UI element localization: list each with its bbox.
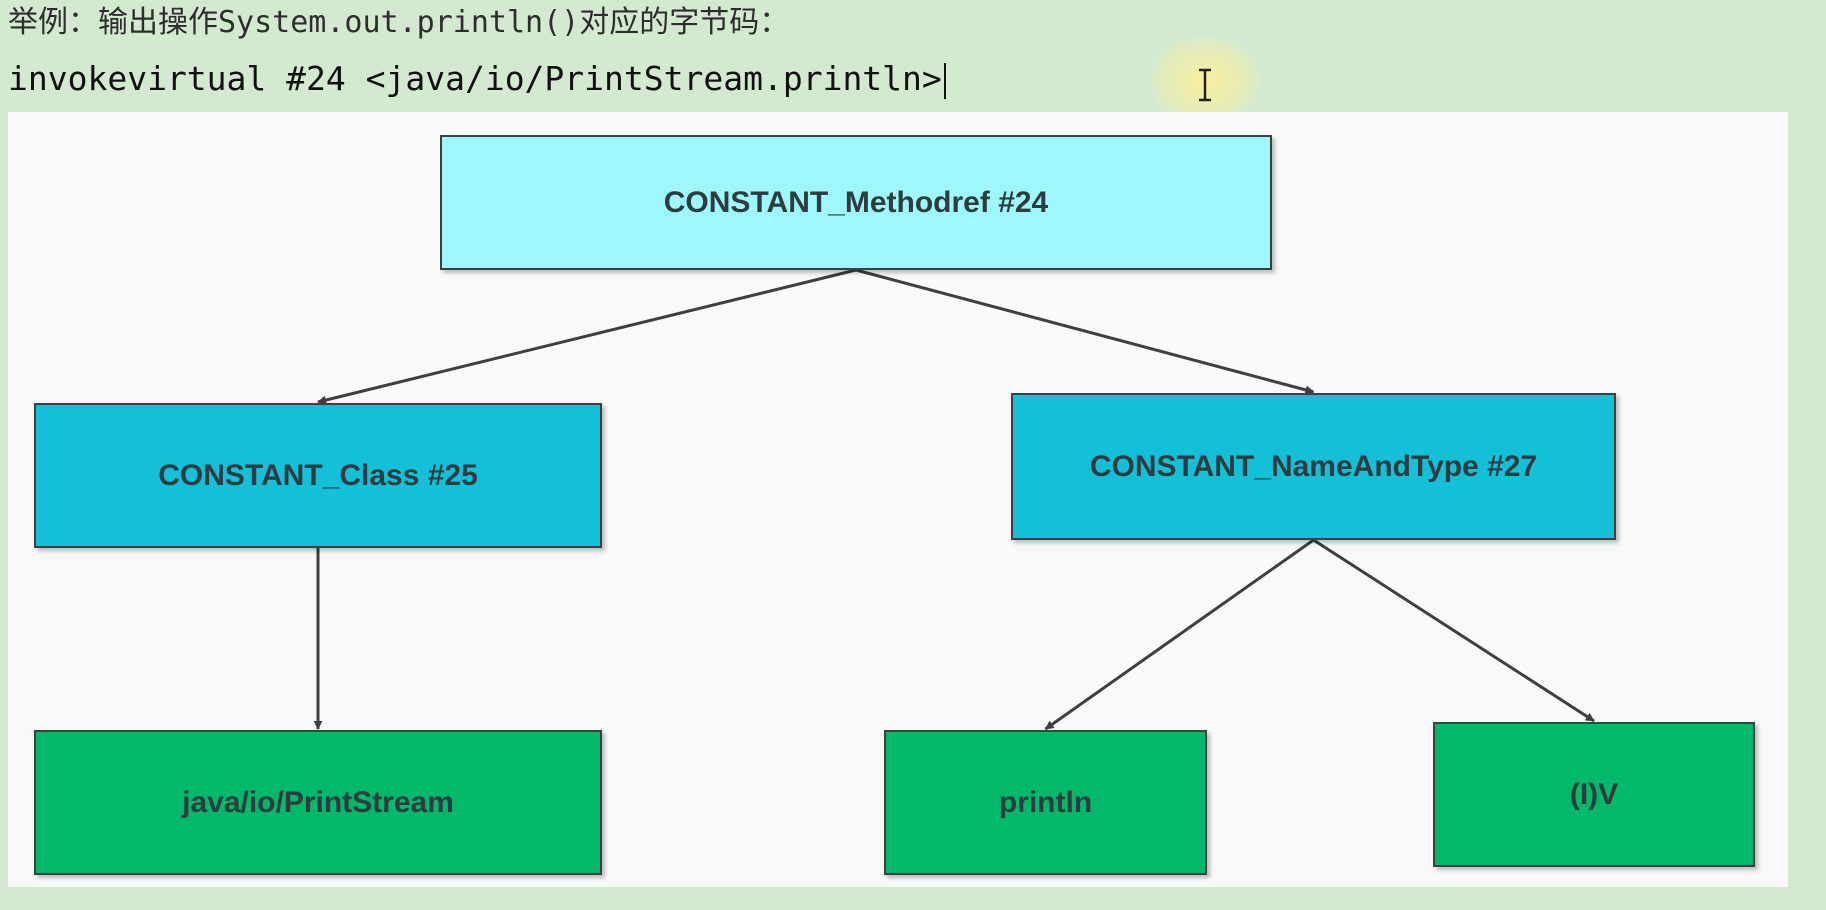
- bytecode-instruction-line[interactable]: invokevirtual #24 <java/io/PrintStream.p…: [8, 58, 946, 100]
- node-constant-nameandtype-label: CONSTANT_NameAndType #27: [1089, 449, 1538, 483]
- node-class-name-label: java/io/PrintStream: [182, 785, 454, 819]
- example-heading: 举例：输出操作System.out.println()对应的字节码：: [8, 5, 790, 40]
- bytecode-instruction-text: invokevirtual #24 <java/io/PrintStream.p…: [8, 59, 942, 98]
- node-class-name: java/io/PrintStream: [34, 730, 602, 875]
- node-constant-methodref: CONSTANT_Methodref #24: [440, 135, 1272, 270]
- node-constant-methodref-label: CONSTANT_Methodref #24: [663, 185, 1049, 219]
- node-constant-class: CONSTANT_Class #25: [34, 403, 602, 548]
- node-method-name: println: [884, 730, 1207, 875]
- node-descriptor-label: (I)V: [1569, 777, 1619, 811]
- node-descriptor: (I)V: [1433, 722, 1755, 867]
- text-caret: [943, 62, 946, 99]
- node-method-name-label: println: [998, 785, 1093, 819]
- ibeam-cursor-icon: [1199, 68, 1211, 102]
- node-constant-class-label: CONSTANT_Class #25: [158, 458, 478, 492]
- node-constant-nameandtype: CONSTANT_NameAndType #27: [1011, 393, 1616, 540]
